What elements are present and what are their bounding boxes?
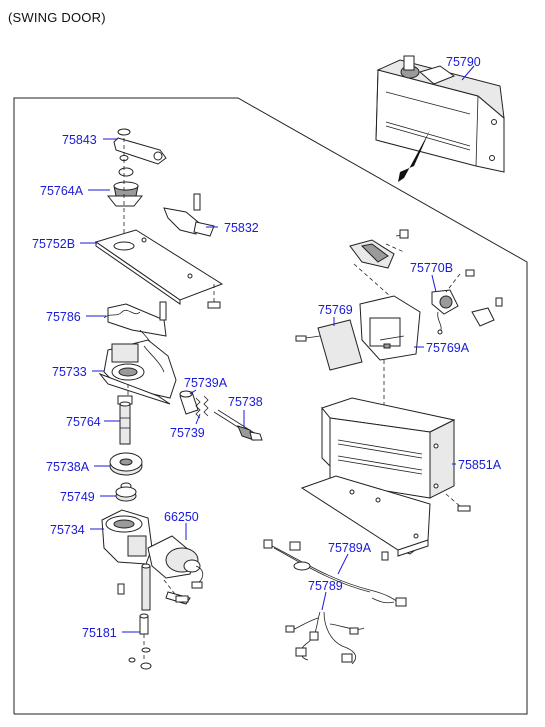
part-75181-rod [117,563,152,670]
part-75764-shaft [117,395,133,445]
direction-arrow [398,130,430,182]
label-75764: 75764 [66,415,101,429]
label-75181: 75181 [82,626,117,640]
part-75749-pinion [115,482,137,502]
label-75789A: 75789A [328,541,372,555]
part-75733-gear-housing [98,339,177,405]
part-75770B-sensor [431,269,475,335]
part-75739A-bushing [179,390,199,415]
assembly-frame [13,97,528,715]
label-75786: 75786 [46,310,81,324]
part-75789A-cable [263,539,407,607]
screw-bottom-plate [207,301,221,309]
label-75769A: 75769A [426,341,470,355]
label-75733: 75733 [52,365,87,379]
part-75843-lever-arm [113,128,167,165]
part-66250-motor [147,535,204,605]
part-75738-bolt [213,409,263,441]
screw-panel [295,335,321,342]
part-75734-housing [101,509,153,565]
label-75752B: 75752B [32,237,75,251]
diagram-title: (SWING DOOR) [8,10,106,25]
label-75739: 75739 [170,426,205,440]
label-75738: 75738 [228,395,263,409]
part-75738A-gear [109,452,143,476]
label-75843: 75843 [62,133,97,147]
leader-lines [80,65,475,633]
label-75738A: 75738A [46,460,90,474]
part-75769-cover-panel [317,319,363,371]
part-75790-door-operator-cover [375,55,505,173]
part-75769A-frame [359,295,421,361]
label-75832: 75832 [224,221,259,235]
label-75734: 75734 [50,523,85,537]
part-75851A-base-plate [300,475,431,557]
part-75769-top-bracket [349,229,409,269]
part-75739-spring [195,395,209,419]
label-66250: 66250 [164,510,199,524]
part-75764A-cap [106,167,144,207]
part-75770B-clip [471,297,503,327]
part-75789-harness [285,611,365,665]
screw-base-2 [381,551,389,561]
part-75832-bracket [163,193,215,237]
part-75752B-base-plate [94,229,224,305]
label-75764A: 75764A [40,184,84,198]
label-75769: 75769 [318,303,353,317]
label-75770B: 75770B [410,261,453,275]
label-75790: 75790 [446,55,481,69]
label-75851A: 75851A [458,458,502,472]
label-75789: 75789 [308,579,343,593]
screw-base [457,505,471,512]
label-75739A: 75739A [184,376,228,390]
screw-motor [163,579,189,603]
label-75749: 75749 [60,490,95,504]
part-75851A-enclosure [321,397,456,499]
